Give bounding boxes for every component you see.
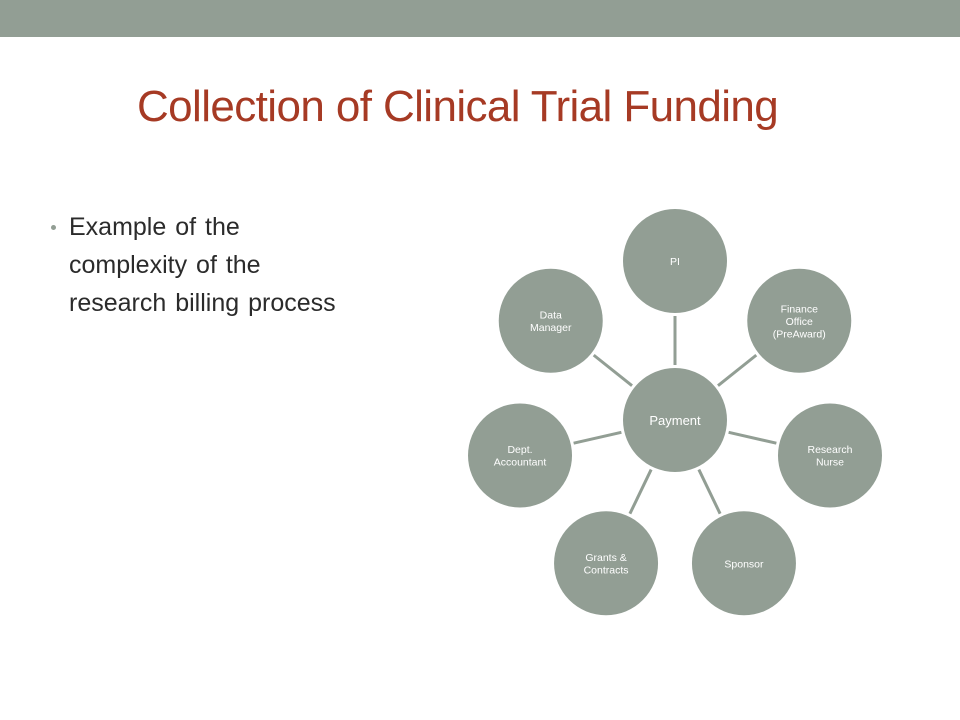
node-circle-grants-contracts — [554, 511, 659, 616]
node-label-line: Contracts — [584, 565, 629, 577]
node-pi: PI — [623, 209, 727, 313]
node-label-line: Accountant — [494, 457, 547, 469]
connector-grants-contracts — [628, 468, 653, 515]
center-node-payment: Payment — [623, 368, 727, 472]
slide-title: Collection of Clinical Trial Funding — [137, 82, 779, 131]
node-circle-pi — [623, 209, 727, 313]
node-label-line: Data — [540, 310, 562, 322]
bullet-line: Example of the — [69, 213, 240, 241]
bullet-dot-icon — [51, 225, 56, 230]
node-label-line: Office — [786, 316, 813, 328]
node-label-line: Finance — [781, 303, 819, 315]
node-label-grants-contracts: Grants &Contracts — [584, 552, 629, 577]
node-label-line: PI — [670, 256, 680, 268]
node-label-dept-accountant: Dept.Accountant — [494, 444, 547, 469]
bullet-list: Example of the complexity of the researc… — [48, 208, 428, 322]
connector-dept-accountant — [573, 430, 622, 445]
node-label-line: Research — [808, 444, 853, 456]
node-circle-data-manager — [498, 268, 603, 373]
center-label: Payment — [649, 413, 701, 428]
bullet-line: research billing process — [69, 289, 336, 317]
node-grants-contracts: Grants &Contracts — [554, 511, 659, 616]
node-dept-accountant: Dept.Accountant — [468, 403, 573, 508]
node-label-line: Sponsor — [724, 558, 764, 570]
top-accent-bar — [0, 0, 960, 37]
bullet-line: complexity of the — [69, 251, 261, 279]
node-circle-dept-accountant — [468, 403, 573, 508]
node-label-line: Manager — [530, 322, 572, 334]
connector-data-manager — [592, 353, 633, 387]
node-label-pi: PI — [670, 256, 680, 268]
node-label-line: Grants & — [585, 552, 626, 564]
node-circle-sponsor — [691, 511, 796, 616]
connector-finance-office — [717, 353, 758, 387]
node-sponsor: Sponsor — [691, 511, 796, 616]
node-label-sponsor: Sponsor — [724, 558, 764, 570]
connector-research-nurse — [728, 430, 777, 445]
connectors — [573, 316, 777, 515]
node-circle-research-nurse — [777, 403, 882, 508]
node-label-line: Dept. — [507, 444, 532, 456]
bullet-item: Example of the complexity of the researc… — [48, 208, 428, 322]
center-circle — [623, 368, 727, 472]
connector-sponsor — [697, 468, 722, 515]
node-label-line: Nurse — [816, 457, 844, 469]
node-label-line: (PreAward) — [773, 328, 826, 340]
node-circle-finance-office — [747, 268, 852, 373]
